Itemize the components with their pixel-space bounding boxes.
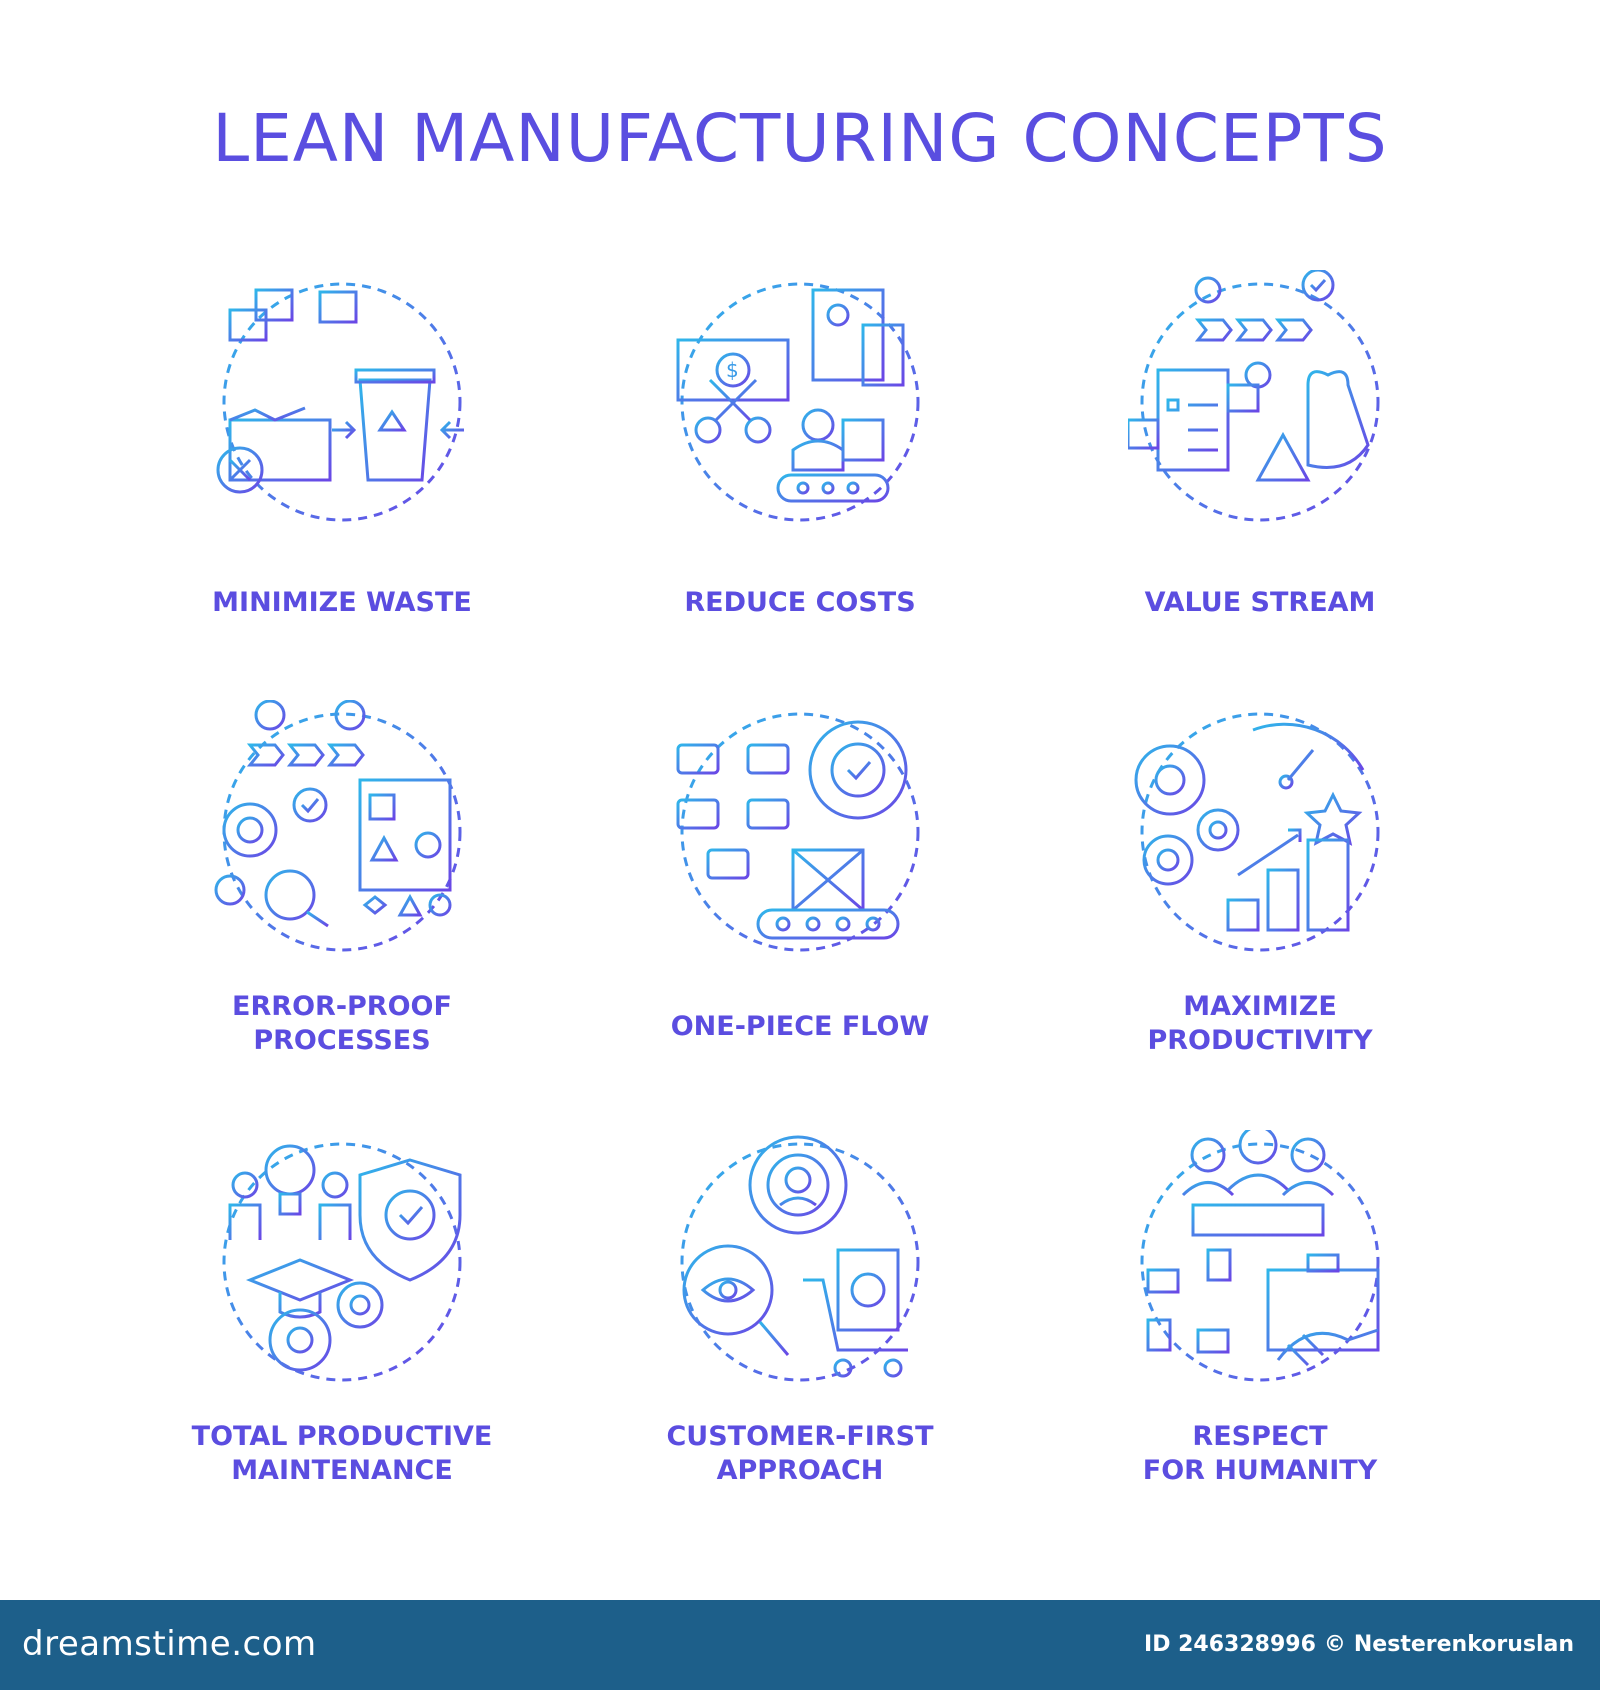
cost-cut-icon: $: [676, 282, 920, 522]
concept-label: VALUE STREAM: [1144, 587, 1376, 618]
concept-label: MAXIMIZE PRODUCTIVITY: [1147, 991, 1373, 1056]
conveyor-flow-icon: [676, 712, 920, 952]
page-title: LEAN MANUFACTURING CONCEPTS: [212, 100, 1388, 177]
concept-label: REDUCE COSTS: [684, 587, 916, 618]
concept-label: RESPECT FOR HUMANITY: [1142, 1421, 1378, 1486]
concept-label: CUSTOMER-FIRST APPROACH: [666, 1421, 934, 1486]
svg-text:$: $: [726, 358, 739, 382]
maintenance-shield-icon: [222, 1142, 462, 1382]
image-credit: ID 246328996 © Nesterenkoruslan: [1136, 1632, 1574, 1657]
concept-label: TOTAL PRODUCTIVE MAINTENANCE: [191, 1421, 493, 1486]
concept-label: ERROR-PROOF PROCESSES: [232, 991, 452, 1056]
image-id: ID 246328996: [1144, 1632, 1316, 1657]
customer-target-icon: [680, 1130, 920, 1382]
error-proof-icon: [214, 700, 462, 952]
recycle-bin-icon: [216, 282, 464, 522]
productivity-gauge-icon: [1134, 712, 1380, 952]
teamwork-handshake-icon: [1140, 1130, 1380, 1382]
value-stream-icon: [1128, 270, 1380, 522]
dreamstime-logo[interactable]: dreamstime.com: [22, 1624, 317, 1664]
concept-label: ONE-PIECE FLOW: [670, 1011, 930, 1042]
watermark-footer: dreamstime.com ID 246328996 © Nesterenkoru…: [0, 1600, 1600, 1690]
concept-label: MINIMIZE WASTE: [212, 587, 472, 618]
copyright-symbol: ©: [1323, 1632, 1346, 1657]
author-name[interactable]: Nesterenkoruslan: [1353, 1632, 1574, 1657]
